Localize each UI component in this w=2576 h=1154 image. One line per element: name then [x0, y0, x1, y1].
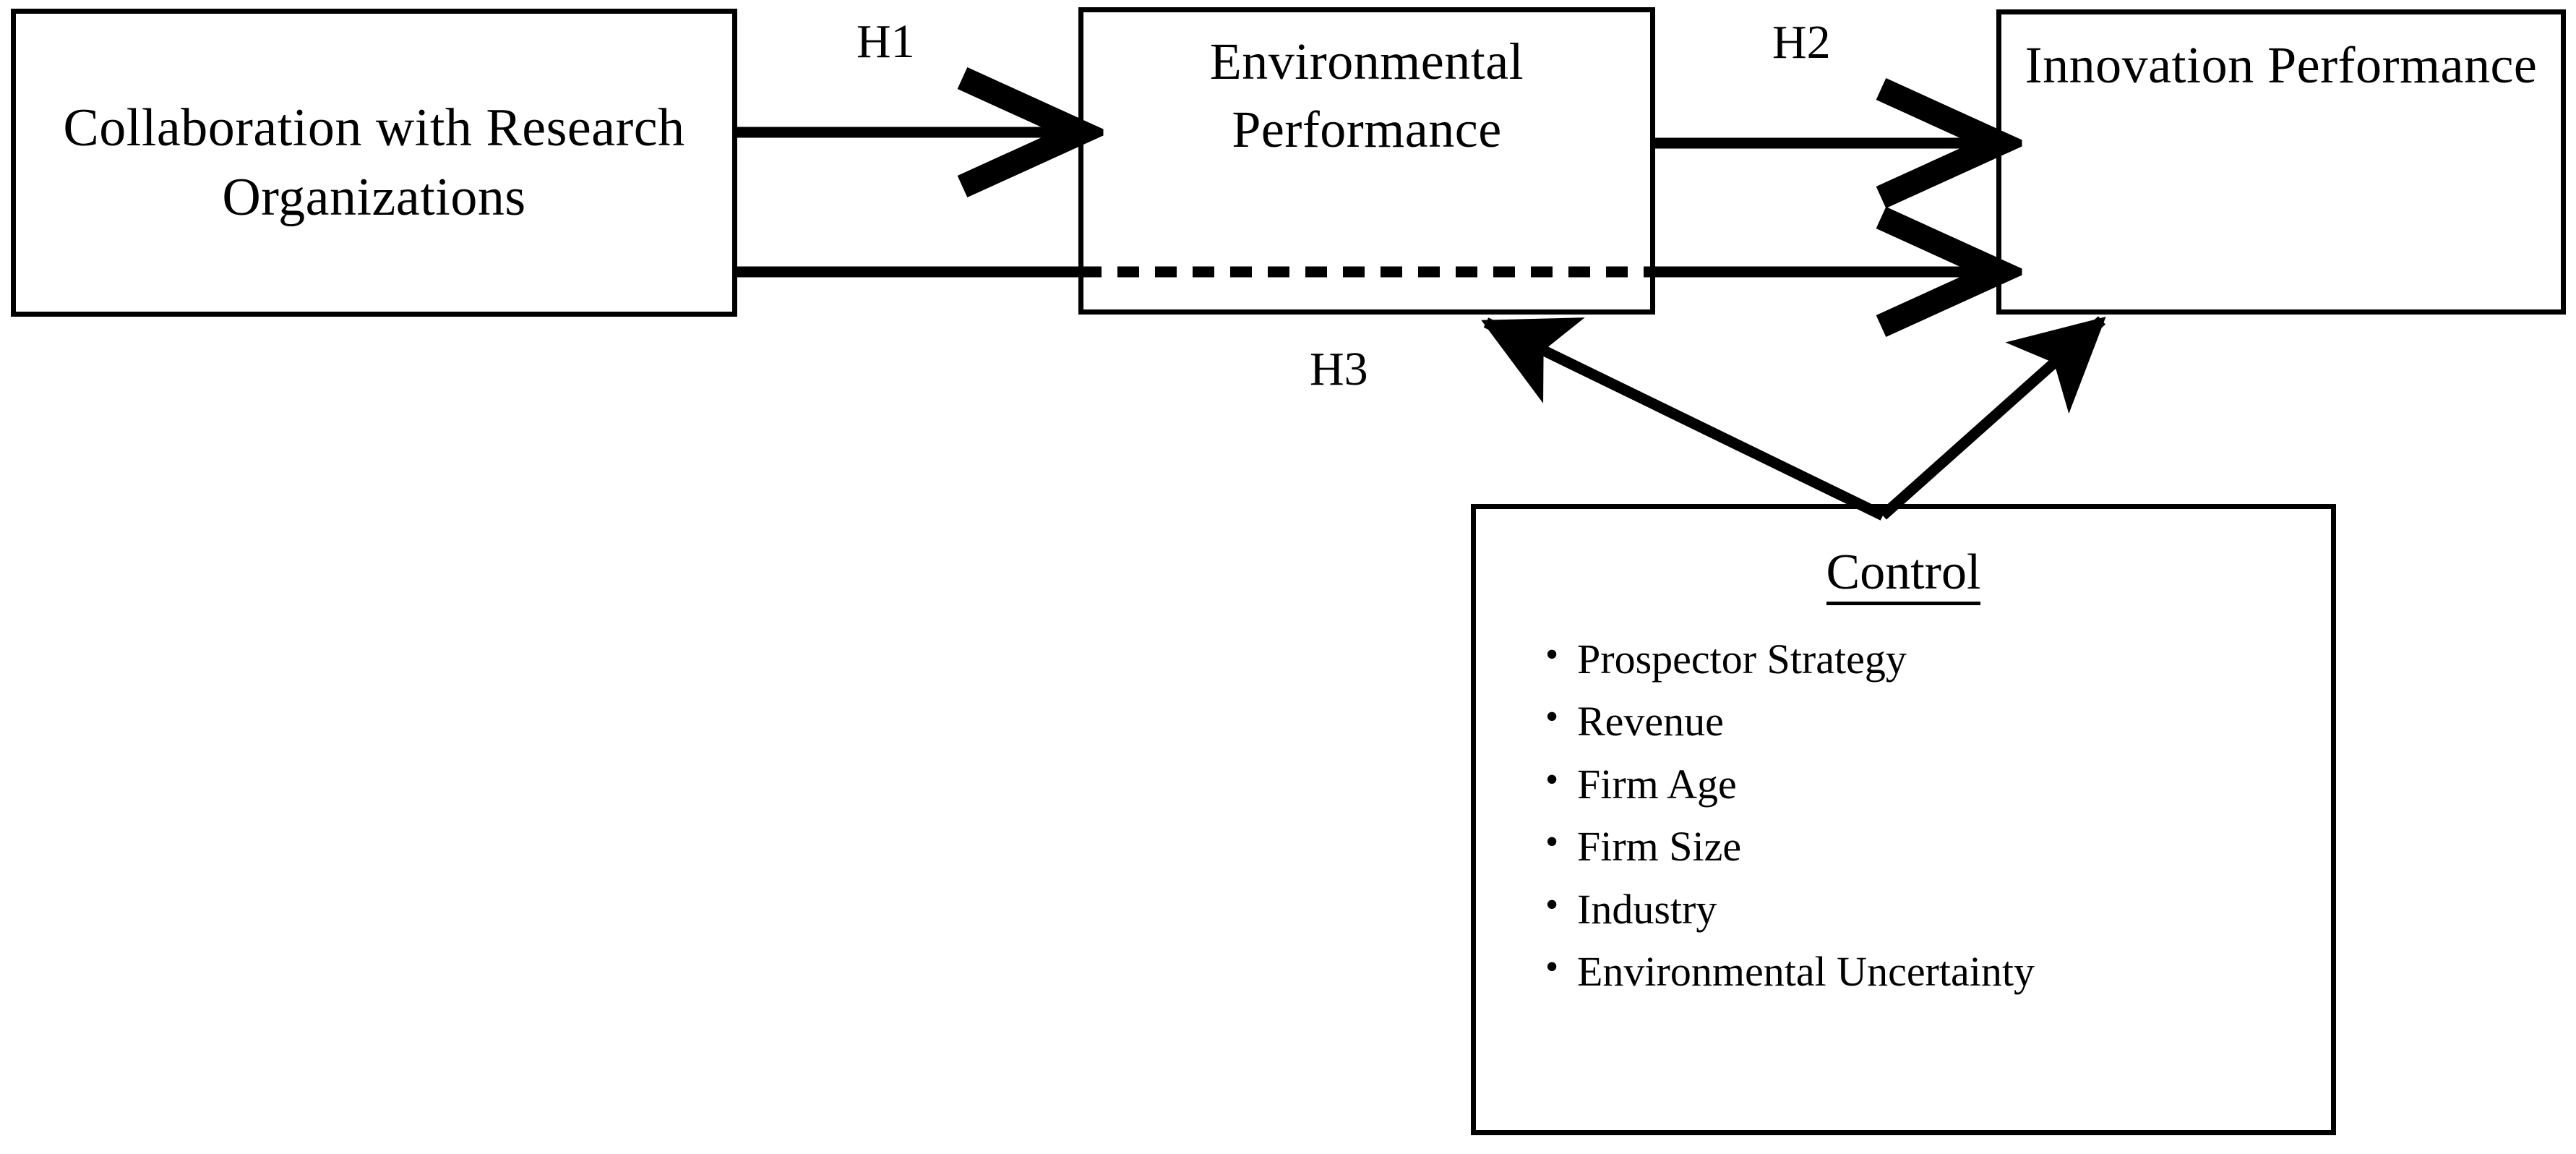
hypothesis-label-h1: H1	[856, 15, 915, 68]
node-innovation-performance: Innovation Performance	[1996, 9, 2566, 315]
node-collaboration-with-research-organizations: Collaboration with Research Organization…	[11, 9, 737, 317]
list-item: Firm Size	[1545, 814, 2331, 878]
node-environmental-label: Environmental Performance	[1209, 33, 1524, 158]
list-item: Revenue	[1545, 689, 2331, 753]
arrow-control-to-innovation	[1879, 316, 2106, 520]
node-innovation-label: Innovation Performance	[2025, 36, 2538, 94]
list-item: Industry	[1545, 877, 2331, 941]
hypothesis-label-h2: H2	[1772, 16, 1831, 69]
control-title-text: Control	[1826, 544, 1981, 605]
list-item: Prospector Strategy	[1545, 627, 2331, 691]
list-item: Environmental Uncertainty	[1545, 939, 2331, 1003]
arrow-control-to-environmental	[1481, 317, 1886, 521]
node-control-variables: Control Prospector Strategy Revenue Firm…	[1471, 504, 2336, 1135]
node-collaboration-label: Collaboration with Research Organization…	[63, 98, 685, 227]
control-variable-list: Prospector Strategy Revenue Firm Age Fir…	[1476, 612, 2331, 1003]
hypothesis-label-h3: H3	[1310, 343, 1368, 396]
node-environmental-performance: Environmental Performance	[1078, 7, 1655, 315]
control-title: Control	[1476, 539, 2331, 605]
list-item: Firm Age	[1545, 752, 2331, 816]
